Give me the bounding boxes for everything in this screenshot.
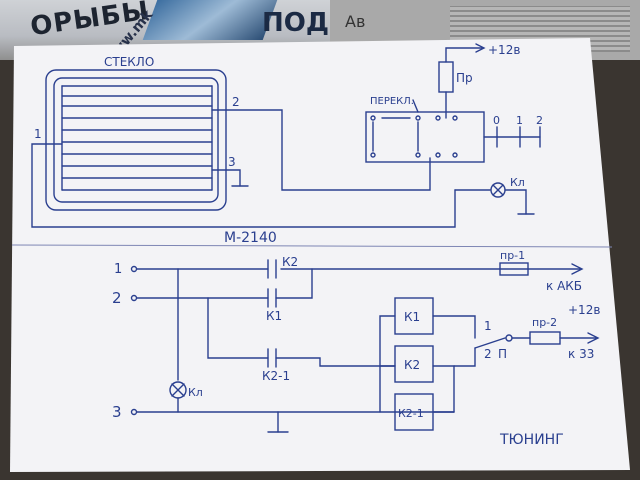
glass-outline (45, 69, 227, 211)
top-circuit (31, 43, 541, 228)
switch-pin-8 (452, 152, 458, 158)
switch-actuator (412, 99, 419, 113)
fuse-label: Пр (456, 71, 473, 85)
switch-pin-1 (370, 115, 376, 121)
wire-lamp-ground (504, 189, 527, 215)
node-2-label: 2 (232, 95, 240, 109)
contact-k1-label: К1 (266, 309, 282, 323)
switch-pin-4 (415, 152, 421, 158)
wire-node-1 (31, 143, 456, 228)
relay-k2-box (394, 345, 434, 383)
switch-pin-5 (435, 115, 441, 121)
switch-label: ПЕРЕКЛ. (370, 96, 414, 107)
glass-label: СТЕКЛО (104, 55, 154, 69)
wire-supply (445, 47, 483, 63)
switch-pin-6 (435, 152, 441, 158)
fuse-1-label: пр-1 (500, 249, 525, 262)
supply-label-bottom: +12в (568, 303, 600, 317)
switch-p-lever (474, 337, 506, 349)
switch-pin-2 (370, 152, 376, 158)
supply-arrow (475, 43, 486, 53)
lamp-label-top: Кл (510, 176, 525, 189)
k33-arrow (587, 332, 600, 344)
wire-relay-k1-sw (432, 315, 476, 339)
to-battery-label: к АКБ (546, 279, 582, 293)
position-2-label: 2 (536, 114, 543, 127)
wire-k1-bridge (275, 268, 313, 299)
newspaper-headline-right: ПОД (262, 8, 330, 38)
heater-grid (61, 85, 213, 191)
terminal-1-label: 1 (114, 262, 122, 277)
node-3-label: 3 (228, 155, 236, 169)
position-0-label: 0 (493, 114, 500, 127)
switch-pos-1-label: 1 (484, 319, 492, 333)
akb-arrow (571, 263, 584, 275)
node-1-label: 1 (34, 127, 42, 141)
relay-k2-label: К2 (404, 358, 420, 372)
diagram-labels: СТЕКЛО 1 2 3 ПЕРЕКЛ. +12в Пр 0 1 2 Кл М-… (34, 43, 600, 448)
switch-pos-2-label: 2 (484, 347, 492, 361)
supply-label: +12в (488, 43, 520, 57)
fuse-pr1 (499, 262, 529, 276)
paper-background (10, 38, 630, 472)
switch-pin-7 (452, 115, 458, 121)
page-divider (11, 244, 613, 248)
wire-node-3 (211, 169, 241, 187)
bottom-circuit (130, 259, 600, 433)
tuning-title: ТЮНИНГ (499, 432, 564, 448)
relay-k1-label: К1 (404, 310, 420, 324)
switch-pin-3 (415, 115, 421, 121)
wire-relay-k2-sw (453, 347, 476, 367)
relay-model-label: М-2140 (224, 230, 277, 246)
to-k33-label: к 33 (568, 347, 594, 361)
fuse-2-label: пр-2 (532, 316, 557, 329)
newspaper-letters: Ав (345, 12, 366, 31)
lamp-label-bottom: Кл (188, 386, 203, 399)
wire-relay-left (379, 315, 396, 413)
wire-k2-1-out (275, 357, 396, 367)
contact-k2-label: К2 (282, 255, 298, 269)
switch-p-label: П (498, 347, 507, 361)
terminal-2-label: 2 (112, 289, 122, 307)
contact-k2-1-label: К2-1 (262, 369, 290, 383)
terminal-3-label: 3 (112, 403, 122, 421)
wire-k2-1-in (207, 297, 269, 359)
relay-k2-1-label: К2-1 (398, 407, 424, 420)
position-1-label: 1 (516, 114, 523, 127)
glass-inner-outline (53, 77, 219, 203)
wire-node-2 (211, 109, 431, 191)
